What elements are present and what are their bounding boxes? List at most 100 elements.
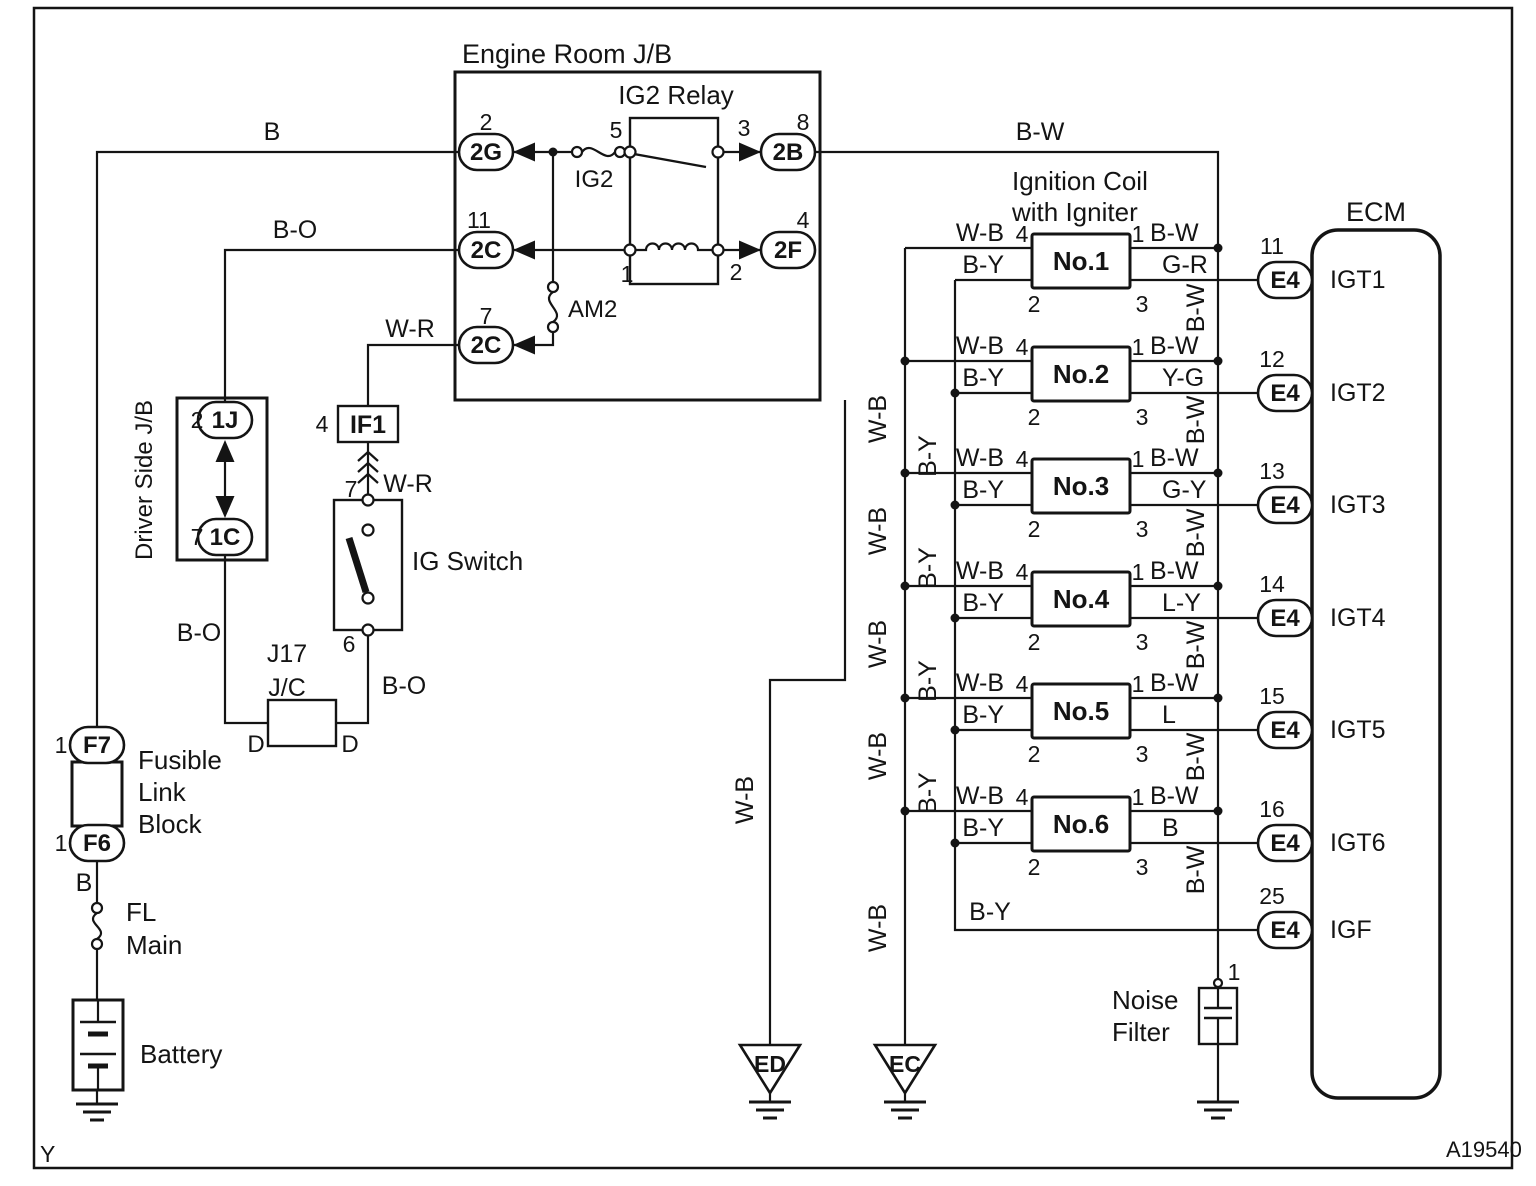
- ecm-pin-number: 16: [1259, 796, 1285, 822]
- ignition-coil-box: [1030, 232, 1132, 290]
- by-bus-label-1: B-Y: [914, 435, 942, 477]
- coil-pin-4: 4: [1016, 334, 1029, 360]
- wire-label-bo: B-O: [273, 216, 317, 244]
- connector-2f: [759, 230, 817, 270]
- connector-2b: [759, 132, 817, 172]
- connector-1c: [196, 517, 254, 557]
- connector-2g-label: 2G: [470, 139, 502, 166]
- fl-main-label-1: FL: [126, 897, 156, 927]
- fl-main-label-2: Main: [126, 930, 182, 960]
- junction-dot: [900, 806, 910, 816]
- coil-pin-1: 1: [1132, 559, 1145, 585]
- coil-pin-4: 4: [1016, 446, 1029, 472]
- connector-f6: [68, 823, 126, 863]
- connector-f6-label: F6: [83, 830, 111, 857]
- ignition-coil-title-1: Ignition Coil: [1012, 166, 1148, 196]
- connector-e4-igt3: [1256, 485, 1314, 525]
- pin-relay-1: 1: [621, 261, 634, 287]
- pin-2c-11: 11: [467, 207, 491, 233]
- connector-2f-label: 2F: [774, 237, 802, 264]
- by-bus-label-2: B-Y: [914, 547, 942, 589]
- wire-label-igt-color: Y-G: [1162, 364, 1204, 392]
- coil-pin-1: 1: [1132, 334, 1145, 360]
- wire-label-by: B-Y: [962, 364, 1004, 392]
- pin-relay-3: 3: [738, 115, 751, 141]
- pin-relay-2: 2: [730, 259, 743, 285]
- coil-pin-3: 3: [1136, 741, 1149, 767]
- wire-label-bw: B-W: [1150, 444, 1199, 472]
- ignition-coil-box: [1030, 570, 1132, 628]
- fuse-fl-main-terminal: [90, 937, 104, 951]
- ecm-title: ECM: [1346, 197, 1406, 227]
- bw-bus-label-3: B-W: [1182, 508, 1210, 557]
- ignition-coil-name: No.3: [1053, 471, 1109, 501]
- ecm-pin-number: 11: [1260, 233, 1284, 259]
- connector-e4-igt6: [1256, 823, 1314, 863]
- wire-label-b-2: B: [76, 869, 93, 897]
- pin-noise-filter: 1: [1228, 959, 1241, 985]
- pin-1c: 7: [191, 524, 204, 550]
- wb-bus-label-2: W-B: [864, 507, 892, 555]
- connector-e4-igt4: [1256, 598, 1314, 638]
- wire-bo-1c-to-jc: [223, 554, 268, 725]
- wire-label-bw: B-W: [1150, 669, 1199, 697]
- wire-label-igt-color: L-Y: [1162, 589, 1201, 617]
- connector-e4-igt2-label: E4: [1270, 380, 1300, 407]
- connector-e4-igt5: [1256, 710, 1314, 750]
- by-bus-label-3: B-Y: [914, 660, 942, 702]
- ig-switch-contact: [361, 591, 375, 605]
- relay-pin-2: [711, 243, 725, 257]
- wire-wr-to-if1: [366, 343, 459, 406]
- junction-dot: [950, 500, 960, 510]
- fuse-ig2-terminal: [570, 145, 584, 159]
- fuse-ig2-label: IG2: [575, 166, 614, 193]
- fusible-link-label-2: Link: [138, 777, 187, 807]
- coil-pin-3: 3: [1136, 291, 1149, 317]
- coil-pin-1: 1: [1132, 446, 1145, 472]
- connector-chevron-icon: [357, 461, 379, 473]
- ecm-signal-label: IGT4: [1330, 604, 1386, 632]
- ecm-signal-label: IGT6: [1330, 829, 1386, 857]
- wb-bus-label-5: W-B: [864, 904, 892, 952]
- wire-label-by: B-Y: [962, 476, 1004, 504]
- ignition-coil-title-2: with Igniter: [1011, 197, 1138, 227]
- flow-arrow: [513, 240, 535, 260]
- wire-label-by: B-Y: [962, 814, 1004, 842]
- wire-label-bw: B-W: [1150, 219, 1199, 247]
- ground-ed-label: ED: [754, 1051, 786, 1077]
- ig2-relay-box: [628, 116, 720, 286]
- wire-label-wb: W-B: [956, 557, 1004, 585]
- ground-ed: [737, 1043, 803, 1096]
- pin-if1: 4: [316, 411, 329, 437]
- connector-e4-igt4-label: E4: [1270, 605, 1300, 632]
- wire-label-igt-color: G-R: [1162, 251, 1208, 279]
- wire-label-by: B-Y: [962, 589, 1004, 617]
- wire-label-wb: W-B: [956, 669, 1004, 697]
- coil-pin-3: 3: [1136, 629, 1149, 655]
- coil-pin-4: 4: [1016, 559, 1029, 585]
- connector-e4-igt5-label: E4: [1270, 717, 1300, 744]
- fuse-fl-main-terminal: [90, 901, 104, 915]
- connector-2b-label: 2B: [773, 139, 804, 166]
- fusible-link-box: [70, 760, 124, 828]
- junction-dot: [950, 725, 960, 735]
- ig-switch-lever: [345, 536, 370, 594]
- wire-bo-jc-to-ig-switch: [336, 630, 370, 725]
- ignition-coil-box: [1030, 795, 1132, 853]
- bw-bus-label-1: B-W: [1182, 283, 1210, 332]
- relay-coil-icon: [630, 242, 718, 252]
- coil-pin-3: 3: [1136, 516, 1149, 542]
- relay-pin-1: [623, 243, 637, 257]
- wire-label-b: B: [264, 118, 281, 146]
- bw-bus-label-5: B-W: [1182, 732, 1210, 781]
- coil-pin-2: 2: [1028, 854, 1041, 880]
- pin-relay-5: 5: [610, 117, 623, 143]
- junction-dot: [1213, 468, 1223, 478]
- wire-label-wb: W-B: [956, 444, 1004, 472]
- ecm-pin-number: 12: [1259, 346, 1285, 372]
- bw-bus-label-2: B-W: [1182, 395, 1210, 444]
- coil-pin-4: 4: [1016, 784, 1029, 810]
- connector-e4-igt1-label: E4: [1270, 267, 1300, 294]
- wire-label-by-igf: B-Y: [969, 898, 1011, 926]
